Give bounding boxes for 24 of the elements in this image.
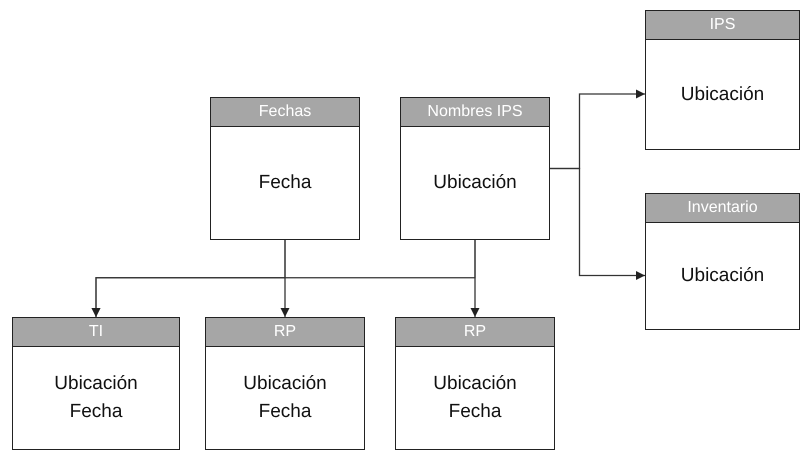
table-box (645, 10, 800, 150)
table-box (205, 317, 365, 450)
table-title: RP (274, 323, 296, 340)
table-title: Nombres IPS (427, 103, 523, 120)
connector-arrow (550, 168, 645, 280)
table-box (395, 317, 555, 450)
field-name: Ubicación Fecha (242, 372, 328, 424)
field-name: Ubicación (680, 82, 764, 107)
connector-arrow (470, 240, 480, 317)
table-box (645, 193, 800, 330)
table-box (12, 317, 180, 450)
table-title: RP (464, 323, 486, 340)
connector-arrow (280, 240, 290, 317)
field-name: Fecha (258, 171, 312, 196)
table-title: TI (88, 323, 104, 340)
field-name: Ubicación (433, 171, 517, 196)
table-title: Inventario (687, 199, 758, 216)
field-name: Ubicación Fecha (432, 372, 518, 424)
table-title: Fechas (258, 103, 312, 120)
field-name: Ubicación Fecha (53, 372, 139, 424)
table-title: IPS (710, 16, 736, 33)
table-box (210, 97, 360, 240)
table-box (400, 97, 550, 240)
field-name: Ubicación (680, 264, 764, 288)
